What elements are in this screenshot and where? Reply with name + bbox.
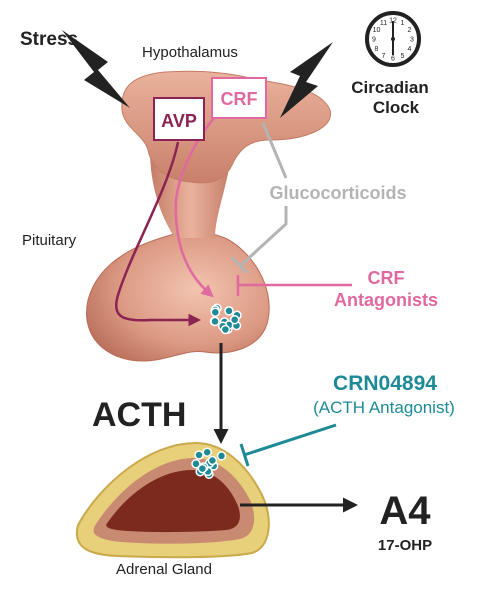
stress-label: Stress bbox=[20, 29, 78, 50]
pituitary-label: Pituitary bbox=[22, 232, 77, 249]
avp-label: AVP bbox=[161, 111, 197, 131]
clock-number: 10 bbox=[373, 27, 381, 34]
17-ohp-label: 17-OHP bbox=[378, 537, 432, 554]
clock-number: 4 bbox=[408, 46, 412, 53]
adrenal-gland-medulla bbox=[106, 470, 240, 533]
glucocorticoids-label: Glucocorticoids bbox=[269, 183, 406, 203]
clock-number: 7 bbox=[382, 53, 386, 60]
glucocorticoid-inhibition-bar bbox=[230, 255, 249, 275]
crn04894-line bbox=[243, 423, 337, 457]
clock-number: 3 bbox=[410, 37, 414, 44]
adrenal-gland-label: Adrenal Gland bbox=[116, 561, 212, 578]
crn04894-label: CRN04894 bbox=[333, 372, 437, 395]
teal-dot bbox=[210, 316, 220, 327]
teal-dot bbox=[216, 451, 227, 461]
avp-pathway-arrow bbox=[115, 141, 201, 327]
acth-molecules-adrenal bbox=[191, 447, 227, 480]
circadian-label-line2: Clock bbox=[373, 98, 420, 117]
clock-icon: 121234567891011 bbox=[365, 11, 421, 67]
teal-dot bbox=[229, 314, 240, 325]
crf-label: CRF bbox=[221, 89, 258, 109]
crn04894-inhibition-bar bbox=[239, 443, 250, 467]
clock-number: 9 bbox=[372, 37, 376, 44]
acth-antagonist-label: (ACTH Antagonist) bbox=[313, 398, 455, 417]
avp-box bbox=[153, 97, 205, 141]
clock-number: 5 bbox=[401, 53, 405, 60]
glucocorticoid-feedback-line bbox=[238, 122, 288, 268]
crf-box bbox=[211, 77, 267, 119]
teal-dot bbox=[191, 459, 201, 469]
crf-antagonists-label-line1: CRF bbox=[368, 268, 405, 288]
acth-label: ACTH bbox=[92, 396, 186, 434]
teal-dot bbox=[202, 447, 212, 457]
clock-number: 8 bbox=[375, 46, 379, 53]
teal-dot bbox=[220, 324, 231, 335]
a4-label: A4 bbox=[379, 489, 431, 533]
crf-pathway-arrow bbox=[174, 99, 233, 298]
acth-cells-pituitary bbox=[209, 303, 242, 335]
clock-number: 2 bbox=[408, 27, 412, 34]
clock-number: 1 bbox=[401, 20, 405, 27]
stress-lightning-icon bbox=[62, 30, 130, 108]
pituitary-gland bbox=[86, 230, 270, 362]
teal-dot bbox=[197, 463, 208, 474]
teal-dot bbox=[207, 455, 218, 466]
clock-number: 6 bbox=[391, 56, 395, 63]
hypothalamus-label: Hypothalamus bbox=[142, 44, 238, 61]
teal-dot bbox=[224, 306, 234, 316]
clock-number: 11 bbox=[380, 20, 387, 27]
circadian-lightning-icon bbox=[280, 42, 333, 118]
circadian-label-line1: Circadian bbox=[351, 78, 428, 97]
teal-dot bbox=[210, 307, 221, 317]
teal-dot bbox=[194, 450, 204, 460]
crf-antagonists-label-line2: Antagonists bbox=[334, 290, 438, 310]
